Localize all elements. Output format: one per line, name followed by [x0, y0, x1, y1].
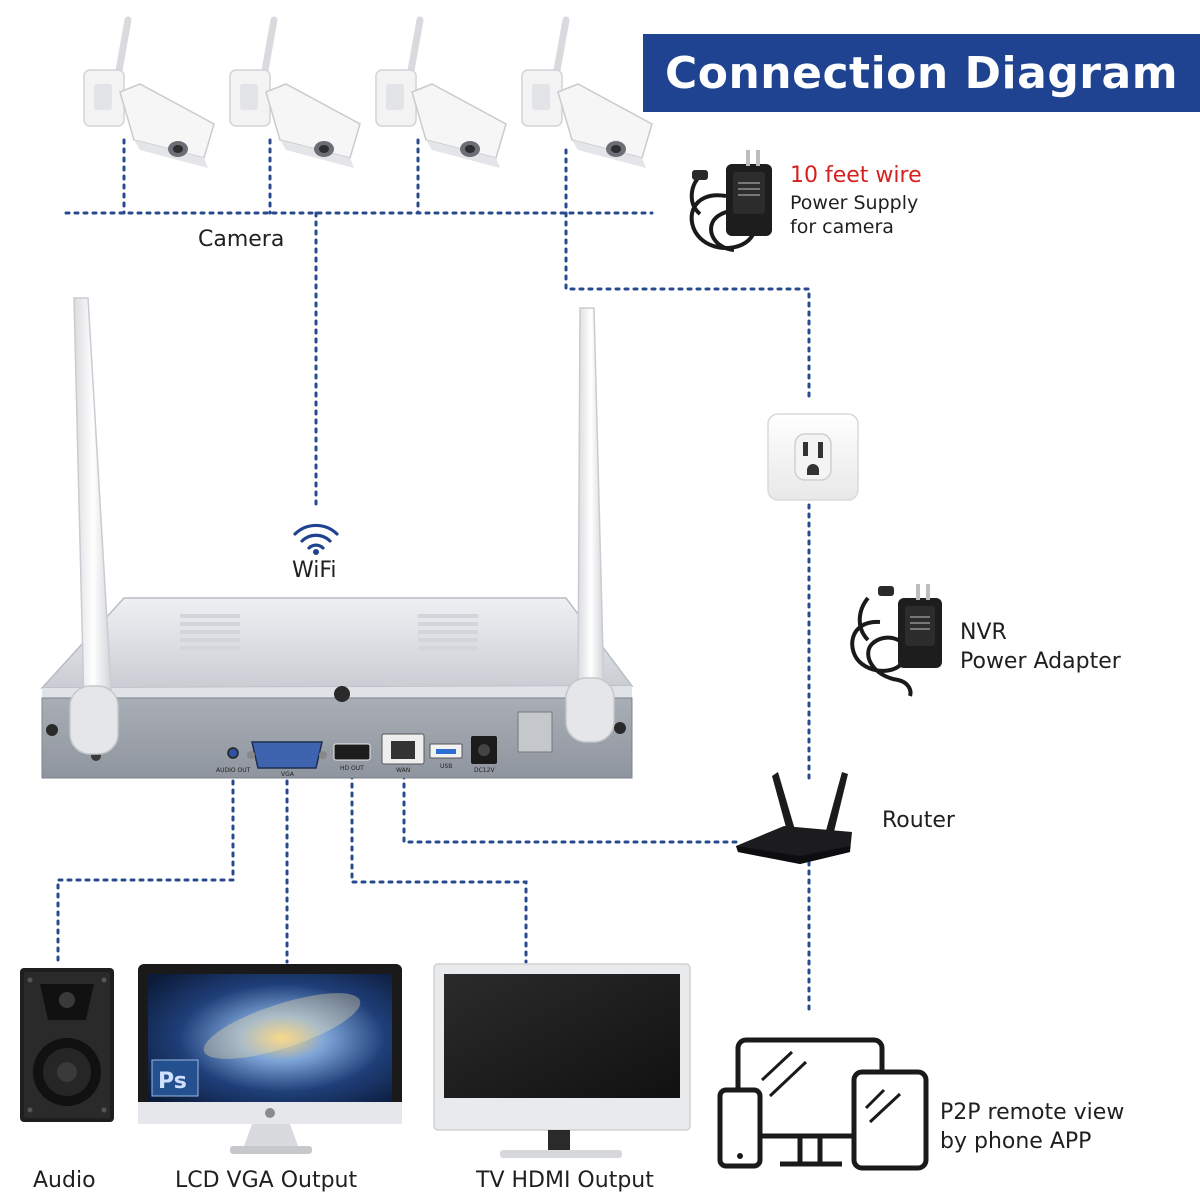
port-label-hd-out: HD OUT [340, 765, 364, 772]
page-title: Connection Diagram [664, 47, 1179, 99]
lcd-vga-label: LCD VGA Output [175, 1168, 358, 1193]
camera-1 [83, 16, 215, 168]
nvr-antenna-right [565, 307, 615, 743]
nvr-adapter-line1: NVR [960, 620, 1007, 645]
camera-2 [229, 16, 361, 168]
tv-hdmi-label: TV HDMI Output [476, 1168, 654, 1193]
lcd-monitor-icon: Ps [138, 964, 402, 1154]
wan-to-router-line [402, 773, 740, 844]
port-label-wan: WAN [396, 767, 410, 774]
wifi-label: WiFi [292, 558, 337, 583]
p2p-devices-icon [717, 1037, 929, 1171]
wall-outlet-icon [767, 413, 859, 501]
hdmi-line [350, 773, 528, 964]
port-label-audio-out: AUDIO OUT [216, 767, 251, 774]
camera-label: Camera [198, 227, 285, 252]
router-icon [736, 772, 852, 864]
p2p-line2: by phone APP [940, 1129, 1092, 1154]
nvr-device: AUDIO OUT VGA HD OUT WAN USB DC12V [40, 597, 634, 779]
camera4-drop-line [564, 148, 811, 402]
tv-monitor-icon [433, 963, 691, 1158]
p2p-line1: P2P remote view [940, 1100, 1125, 1125]
port-label-vga: VGA [281, 771, 295, 778]
audio-label: Audio [33, 1168, 96, 1193]
connection-lines [56, 138, 811, 1017]
camera-4 [521, 16, 653, 168]
power-supply-line1: Power Supply [790, 192, 919, 214]
monitor-app-badge: Ps [158, 1069, 187, 1094]
nvr-antenna-left [69, 297, 119, 755]
audio-speaker-icon [20, 968, 114, 1122]
port-label-usb: USB [440, 763, 452, 770]
nvr-adapter-line2: Power Adapter [960, 649, 1121, 674]
nvr-power-adapter-icon [850, 584, 942, 697]
power-supply-highlight: 10 feet wire [790, 163, 922, 188]
camera-3 [375, 16, 507, 168]
audio-line [56, 770, 235, 967]
router-label: Router [882, 808, 955, 833]
port-label-dc12v: DC12V [474, 767, 495, 774]
wifi-icon [293, 523, 339, 555]
power-supply-line2: for camera [790, 216, 894, 238]
title-banner: Connection Diagram [643, 34, 1200, 112]
camera-power-adapter-icon [689, 150, 772, 252]
